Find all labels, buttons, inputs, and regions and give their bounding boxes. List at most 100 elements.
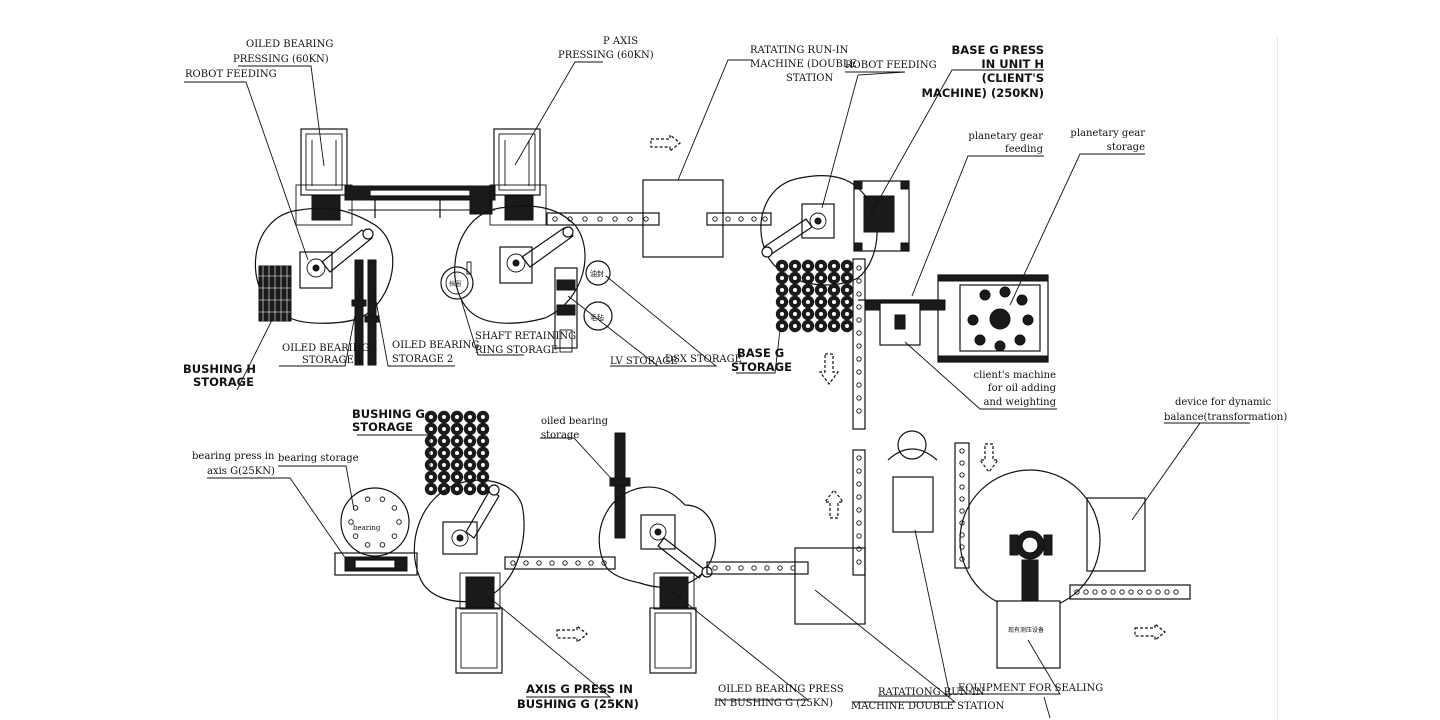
bearing-disc-hole: [379, 542, 386, 548]
canvas-edge: [1277, 36, 1278, 720]
conveyor-roller: [712, 565, 718, 571]
conveyor-roller: [1110, 589, 1116, 595]
dynamic-balance-device-box: [1086, 497, 1146, 572]
base-g-storage-slot-hole: [819, 312, 823, 316]
base-g-storage-slot-hole: [819, 300, 823, 304]
conveyor-roller: [856, 356, 862, 362]
conveyor-link-top: [344, 185, 496, 218]
conveyor-roller: [1155, 589, 1161, 595]
flow-arrow-right-bottom-right: [1134, 622, 1166, 642]
conveyor-roller: [856, 278, 862, 284]
flow-arrow-right-top: [650, 133, 681, 153]
base-g-storage-slot-hole: [780, 264, 784, 268]
base-g-storage-slot-hole: [780, 324, 784, 328]
conveyor-roller: [1119, 589, 1125, 595]
label-bearing-storage: bearing storage: [278, 453, 359, 464]
base-g-storage-slot-hole: [845, 324, 849, 328]
label-lv-storage: LV STORAGE: [610, 356, 678, 367]
conveyor-roller: [856, 494, 862, 500]
base-g-storage-slot-hole: [806, 312, 810, 316]
label-line: PRESSING (60KN): [233, 54, 329, 65]
conveyor-roller: [856, 369, 862, 375]
conveyor-roller: [856, 291, 862, 297]
client-machine-oil-weigh-box: [892, 476, 934, 533]
bearing-disc-hole: [364, 542, 371, 548]
conveyor-roller: [856, 481, 862, 487]
oiled-bearing-storage-lower: [609, 432, 631, 539]
flow-arrow-up: [823, 489, 845, 519]
label-robot-feeding-2: ROBOT FEEDING: [845, 60, 937, 71]
bushing-g-storage-slot-hole: [429, 475, 433, 479]
robot-4-work-area: [413, 479, 525, 603]
label-line: IN UNIT H: [981, 57, 1044, 71]
label-line: STORAGE 1: [302, 355, 363, 366]
leader-lines: [184, 59, 1250, 719]
base-g-storage-slot-hole: [845, 264, 849, 268]
bushing-g-storage-slot-hole: [481, 439, 485, 443]
oiled-bearing-storage-bars: [351, 259, 380, 366]
bushing-g-storage-slot-hole: [442, 439, 446, 443]
base-g-storage-slot-hole: [780, 300, 784, 304]
bushing-g-storage-slot-hole: [455, 451, 459, 455]
robot-2-work-area: [454, 205, 586, 324]
label-line: for oil adding: [988, 383, 1057, 394]
label-robot-feeding-1: ROBOT FEEDING: [185, 69, 277, 80]
lv-dsx-storage: 油封 毛毡: [554, 260, 613, 353]
label-base-g-press: BASE G PRESS IN UNIT H (CLIENT'S MACHINE…: [922, 43, 1044, 100]
label-line: RING STORAGE: [475, 345, 558, 356]
conveyor-roller: [1146, 589, 1152, 595]
label-bearing-press-axis-g: bearing press in axis G(25KN): [192, 451, 275, 477]
flow-arrow-down-mid: [818, 353, 840, 385]
oil-seal-label-cn: 油封: [590, 269, 604, 278]
base-g-storage-slot-hole: [780, 276, 784, 280]
bushing-h-storage-grid: [258, 265, 292, 322]
label-line: OILED BEARING: [392, 340, 479, 351]
conveyor-roller: [738, 565, 744, 571]
label-line: BUSHING H: [183, 362, 256, 376]
base-g-storage-slot-hole: [845, 312, 849, 316]
label-rotating-runin-top: RATATING RUN-IN MACHINE (DOUBLE STATION: [750, 45, 857, 84]
bushing-g-storage-slot-hole: [481, 475, 485, 479]
base-g-storage-slot-hole: [819, 276, 823, 280]
label-oiled-bearing-storage-2: OILED BEARING STORAGE 2: [392, 340, 479, 365]
conveyor-roller: [856, 546, 862, 552]
label-shaft-retaining-ring: SHAFT RETAINING RING STORAGE: [475, 331, 576, 356]
bushing-g-storage-slot-hole: [455, 487, 459, 491]
bearing-disc-hole: [364, 496, 371, 502]
oiled-bearing-press-bushing-station: [649, 572, 697, 674]
bushing-g-storage-slot-hole: [468, 475, 472, 479]
base-g-storage-slot-hole: [793, 288, 797, 292]
vertical-conveyor-right: [954, 442, 970, 569]
conveyor-roller: [536, 560, 542, 566]
bushing-g-storage-slot-hole: [455, 427, 459, 431]
rotating-runin-machine-bottom: [794, 547, 866, 625]
label-line: planetary gear: [968, 131, 1043, 142]
conveyor-roller: [1074, 589, 1080, 595]
bushing-g-storage-slot-hole: [442, 463, 446, 467]
bearing-disc-hole: [391, 533, 398, 539]
conveyor-roller: [856, 343, 862, 349]
conveyor-roller: [510, 560, 516, 566]
operator-figure: [887, 430, 938, 461]
label-equipment-sealing: EQUIPMENT FOR SEALING: [958, 683, 1103, 694]
conveyor-roller: [856, 265, 862, 271]
base-g-storage-slot-hole: [780, 288, 784, 292]
conveyor-roller: [575, 560, 581, 566]
base-g-storage-slot-hole: [819, 324, 823, 328]
label-line: feeding: [1005, 144, 1044, 155]
conveyor-bottom-right: [706, 561, 809, 575]
label-oiled-bearing-pressing: OILED BEARING PRESSING (60KN): [233, 39, 333, 65]
bushing-g-storage-slot-hole: [468, 463, 472, 467]
conveyor-roller: [856, 507, 862, 513]
bushing-g-storage-slot-hole: [468, 427, 472, 431]
bushing-g-storage-slot-hole: [429, 487, 433, 491]
bushing-g-storage-slot-hole: [481, 451, 485, 455]
conveyor-roller: [959, 508, 965, 514]
bushing-g-storage-slot-hole: [481, 415, 485, 419]
bushing-g-storage-slot-hole: [468, 451, 472, 455]
label-line: RATATING RUN-IN: [750, 45, 849, 56]
conveyor-roller: [1083, 589, 1089, 595]
bearing-disc-hole: [396, 519, 402, 525]
axis-g-press-station: [455, 572, 503, 674]
conveyor-roller: [856, 330, 862, 336]
